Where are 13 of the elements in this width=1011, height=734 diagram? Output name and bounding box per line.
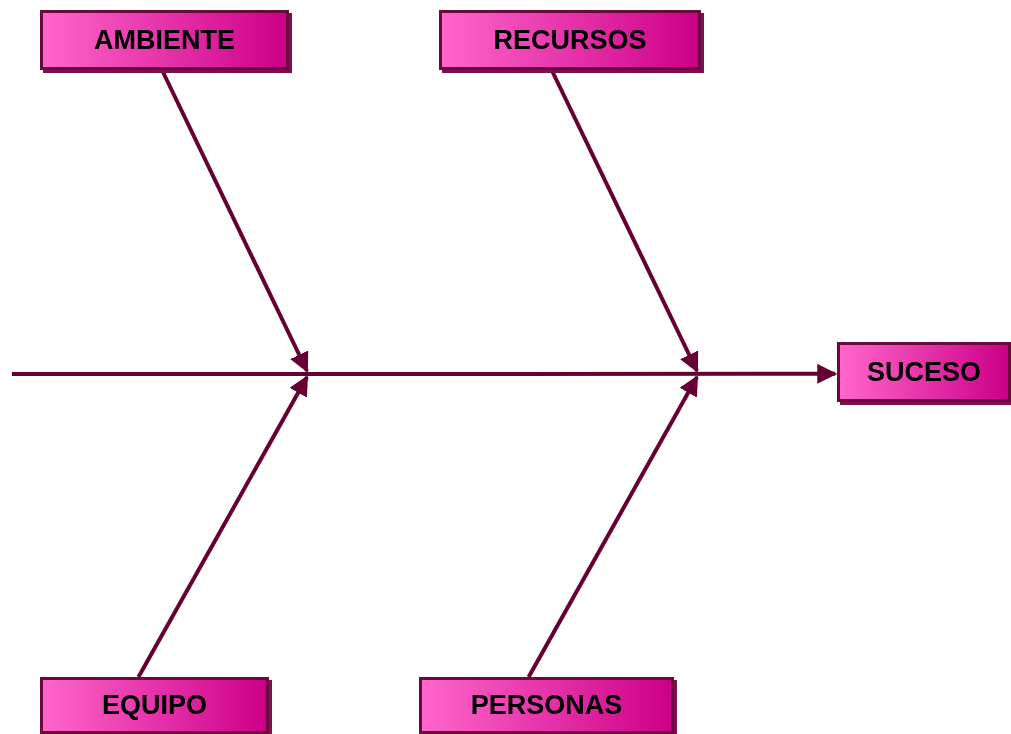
category-label: AMBIENTE [94, 24, 235, 56]
category-label: PERSONAS [470, 690, 623, 721]
category-box [419, 677, 674, 734]
category-label: SUCESO [867, 356, 981, 388]
category-box [40, 10, 289, 70]
category-label: RECURSOS [493, 24, 647, 56]
category-box [439, 10, 701, 70]
category-box [40, 677, 269, 734]
spine-arrow [12, 363, 838, 384]
cause-arrow [136, 375, 309, 678]
category-label: EQUIPO [102, 690, 207, 721]
category-box [837, 342, 1011, 402]
cause-arrow [526, 375, 699, 678]
